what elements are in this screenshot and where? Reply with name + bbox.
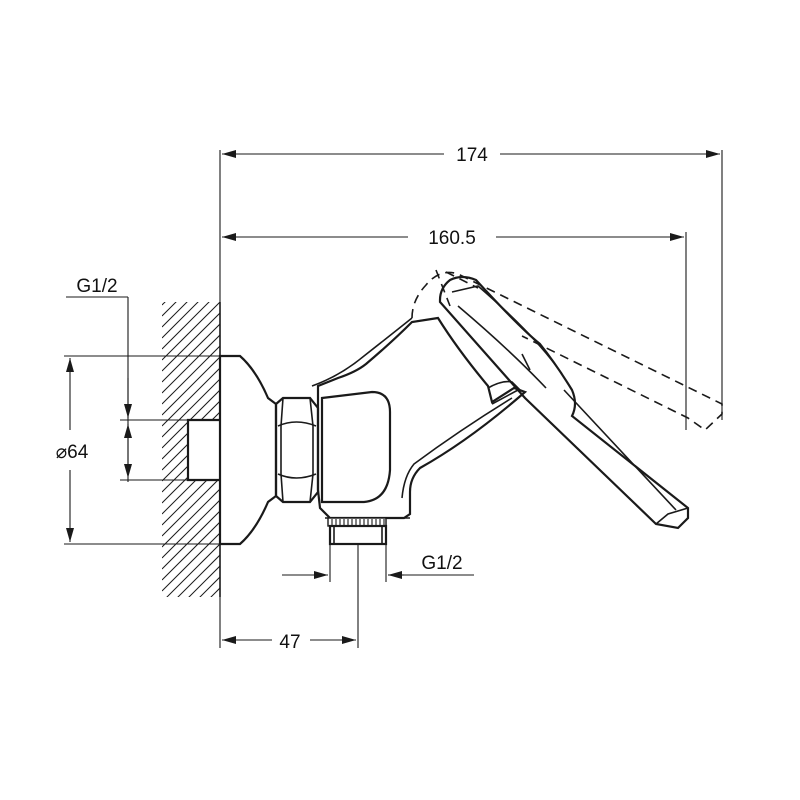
hatch-line (162, 302, 177, 317)
hatch-line (162, 488, 220, 548)
hatch-line (162, 201, 222, 261)
hatch-line (162, 510, 220, 570)
handle-lever (438, 275, 690, 530)
hatch-line (188, 565, 220, 597)
hatch-line (162, 312, 220, 372)
hatch-line (162, 223, 222, 283)
hatch-line (162, 532, 220, 592)
hatch-line (162, 477, 220, 537)
rosette (218, 354, 278, 546)
inlet-thread-label: G1/2 (76, 276, 117, 297)
hatch-line (162, 356, 220, 416)
hatch-line (162, 212, 222, 272)
overall-length-label: 174 (456, 145, 488, 166)
hatch-line (162, 334, 220, 394)
dimension-handle-length: 160.5 (222, 228, 687, 430)
outlet-connector (327, 517, 388, 546)
hatch-line (162, 521, 220, 581)
hatch-line (162, 234, 222, 294)
hatch-line (199, 576, 220, 597)
outlet-offset-label: 47 (279, 632, 300, 653)
hatch-line (162, 597, 222, 657)
hatch-line (162, 323, 220, 383)
hatch-line (166, 543, 220, 597)
hatch-line (162, 378, 220, 438)
hex-nut (274, 396, 320, 504)
outlet-thread-label: G1/2 (421, 553, 462, 574)
hatch-line (210, 587, 220, 597)
hatch-line (162, 345, 220, 405)
rosette-diameter-label: ⌀64 (56, 442, 89, 463)
hatch-line (162, 302, 188, 328)
dimension-inlet-thread: G1/2 (66, 276, 210, 482)
hatch-line (162, 190, 222, 250)
hatch-line (162, 302, 199, 339)
dimension-rosette-diameter: ⌀64 (56, 355, 240, 545)
handle-length-label: 160.5 (428, 228, 476, 249)
hatch-line (162, 302, 210, 350)
hatch-line (162, 302, 220, 361)
hatch-line (162, 367, 220, 427)
hatch-line (162, 499, 220, 559)
mixer-body (311, 316, 528, 520)
hatch-line (162, 389, 220, 449)
inlet-stub (186, 418, 222, 482)
hatch-line (162, 302, 166, 306)
dimension-overall-length: 174 (219, 145, 723, 420)
hatch-line (177, 554, 220, 597)
